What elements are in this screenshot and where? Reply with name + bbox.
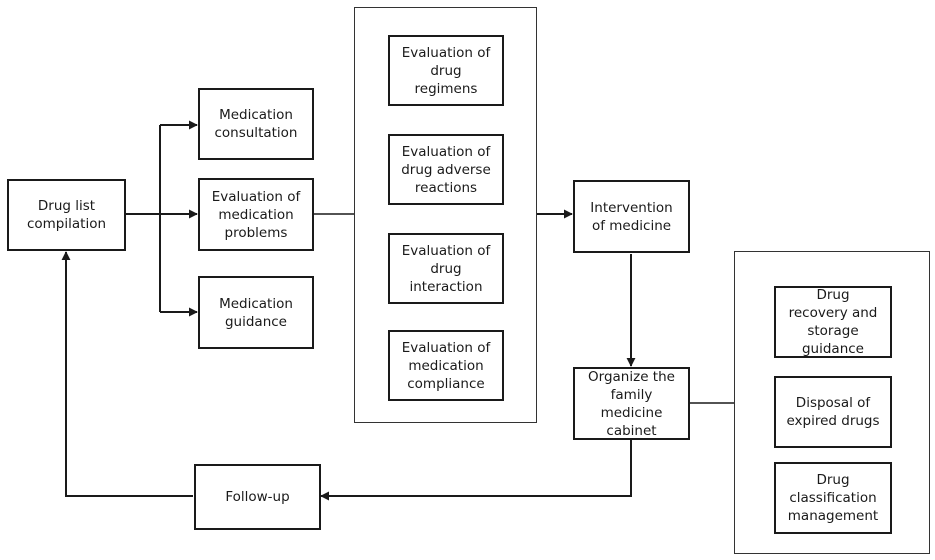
node-evaluation-of-medication-compliance: Evaluation of medication compliance [388, 330, 504, 401]
node-disposal-of-expired-drugs: Disposal of expired drugs [774, 376, 892, 448]
node-label: Follow-up [225, 489, 290, 505]
node-intervention-of-medicine: Intervention of medicine [573, 180, 690, 253]
node-label: Disposal of expired drugs [786, 395, 880, 429]
node-label: Medication guidance [219, 295, 293, 330]
node-evaluation-of-drug-interaction: Evaluation of drug interaction [388, 233, 504, 304]
node-label: Evaluation of medication compliance [401, 339, 491, 392]
node-label: Evaluation of drug interaction [401, 242, 491, 295]
node-drug-list-compilation: Drug list compilation [7, 179, 126, 251]
node-medication-guidance: Medication guidance [198, 276, 314, 349]
node-label: Evaluation of medication problems [211, 188, 301, 241]
node-drug-recovery-and-storage-guidance: Drug recovery and storage guidance [774, 286, 892, 358]
node-label: Evaluation of drug regimens [401, 44, 491, 97]
node-label: Organize the family medicine cabinet [588, 368, 675, 439]
node-evaluation-of-drug-adverse-reactions: Evaluation of drug adverse reactions [388, 134, 504, 205]
connector-cabinet-to-followup [320, 440, 632, 501]
node-label: Intervention of medicine [590, 199, 673, 234]
node-label: Drug recovery and storage guidance [788, 287, 878, 357]
node-label: Drug list compilation [26, 198, 107, 232]
node-drug-classification-management: Drug classification management [774, 462, 892, 534]
node-follow-up: Follow-up [194, 464, 321, 530]
node-evaluation-of-medication-problems: Evaluation of medication problems [198, 178, 314, 251]
node-evaluation-of-drug-regimens: Evaluation of drug regimens [388, 35, 504, 106]
node-label: Medication consultation [214, 107, 298, 141]
connector-followup-to-druglist [61, 251, 193, 497]
node-label: Evaluation of drug adverse reactions [401, 143, 491, 196]
node-medication-consultation: Medication consultation [198, 88, 314, 160]
node-label: Drug classification management [787, 472, 879, 524]
node-organize-family-medicine-cabinet: Organize the family medicine cabinet [573, 367, 690, 440]
